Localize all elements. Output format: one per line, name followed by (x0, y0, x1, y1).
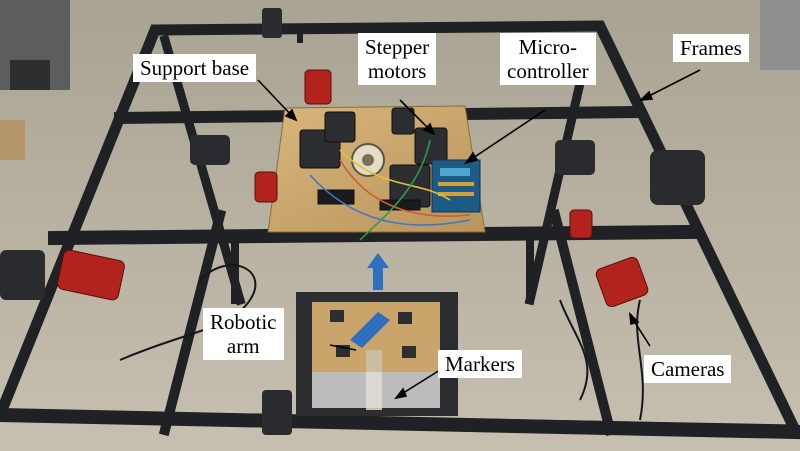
label-support-base-text: Support base (140, 56, 250, 80)
robotic-arm-inset (296, 292, 458, 416)
label-robotic-arm-line1: Robotic (210, 310, 277, 334)
label-stepper-motors-line2: motors (367, 59, 427, 83)
label-frames-text: Frames (680, 36, 742, 60)
label-markers: Markers (438, 350, 522, 378)
label-support-base: Support base (133, 54, 257, 82)
floor-object-right (760, 0, 800, 70)
cameras (57, 69, 649, 308)
label-microcontroller: Micro- controller (500, 33, 596, 85)
up-arrow (367, 253, 389, 290)
label-microcontroller-line1: Micro- (518, 35, 577, 59)
microcontroller-board (431, 159, 481, 213)
label-cameras-text: Cameras (651, 357, 725, 381)
label-frames: Frames (673, 34, 749, 62)
label-stepper-motors: Stepper motors (358, 33, 437, 85)
label-microcontroller-line2: controller (507, 59, 589, 83)
label-cameras: Cameras (644, 355, 732, 383)
leader-lines (257, 69, 701, 400)
label-robotic-arm: Robotic arm (203, 308, 284, 360)
label-markers-text: Markers (445, 352, 515, 376)
label-robotic-arm-line2: arm (226, 334, 260, 358)
label-stepper-motors-line1: Stepper (365, 35, 430, 59)
